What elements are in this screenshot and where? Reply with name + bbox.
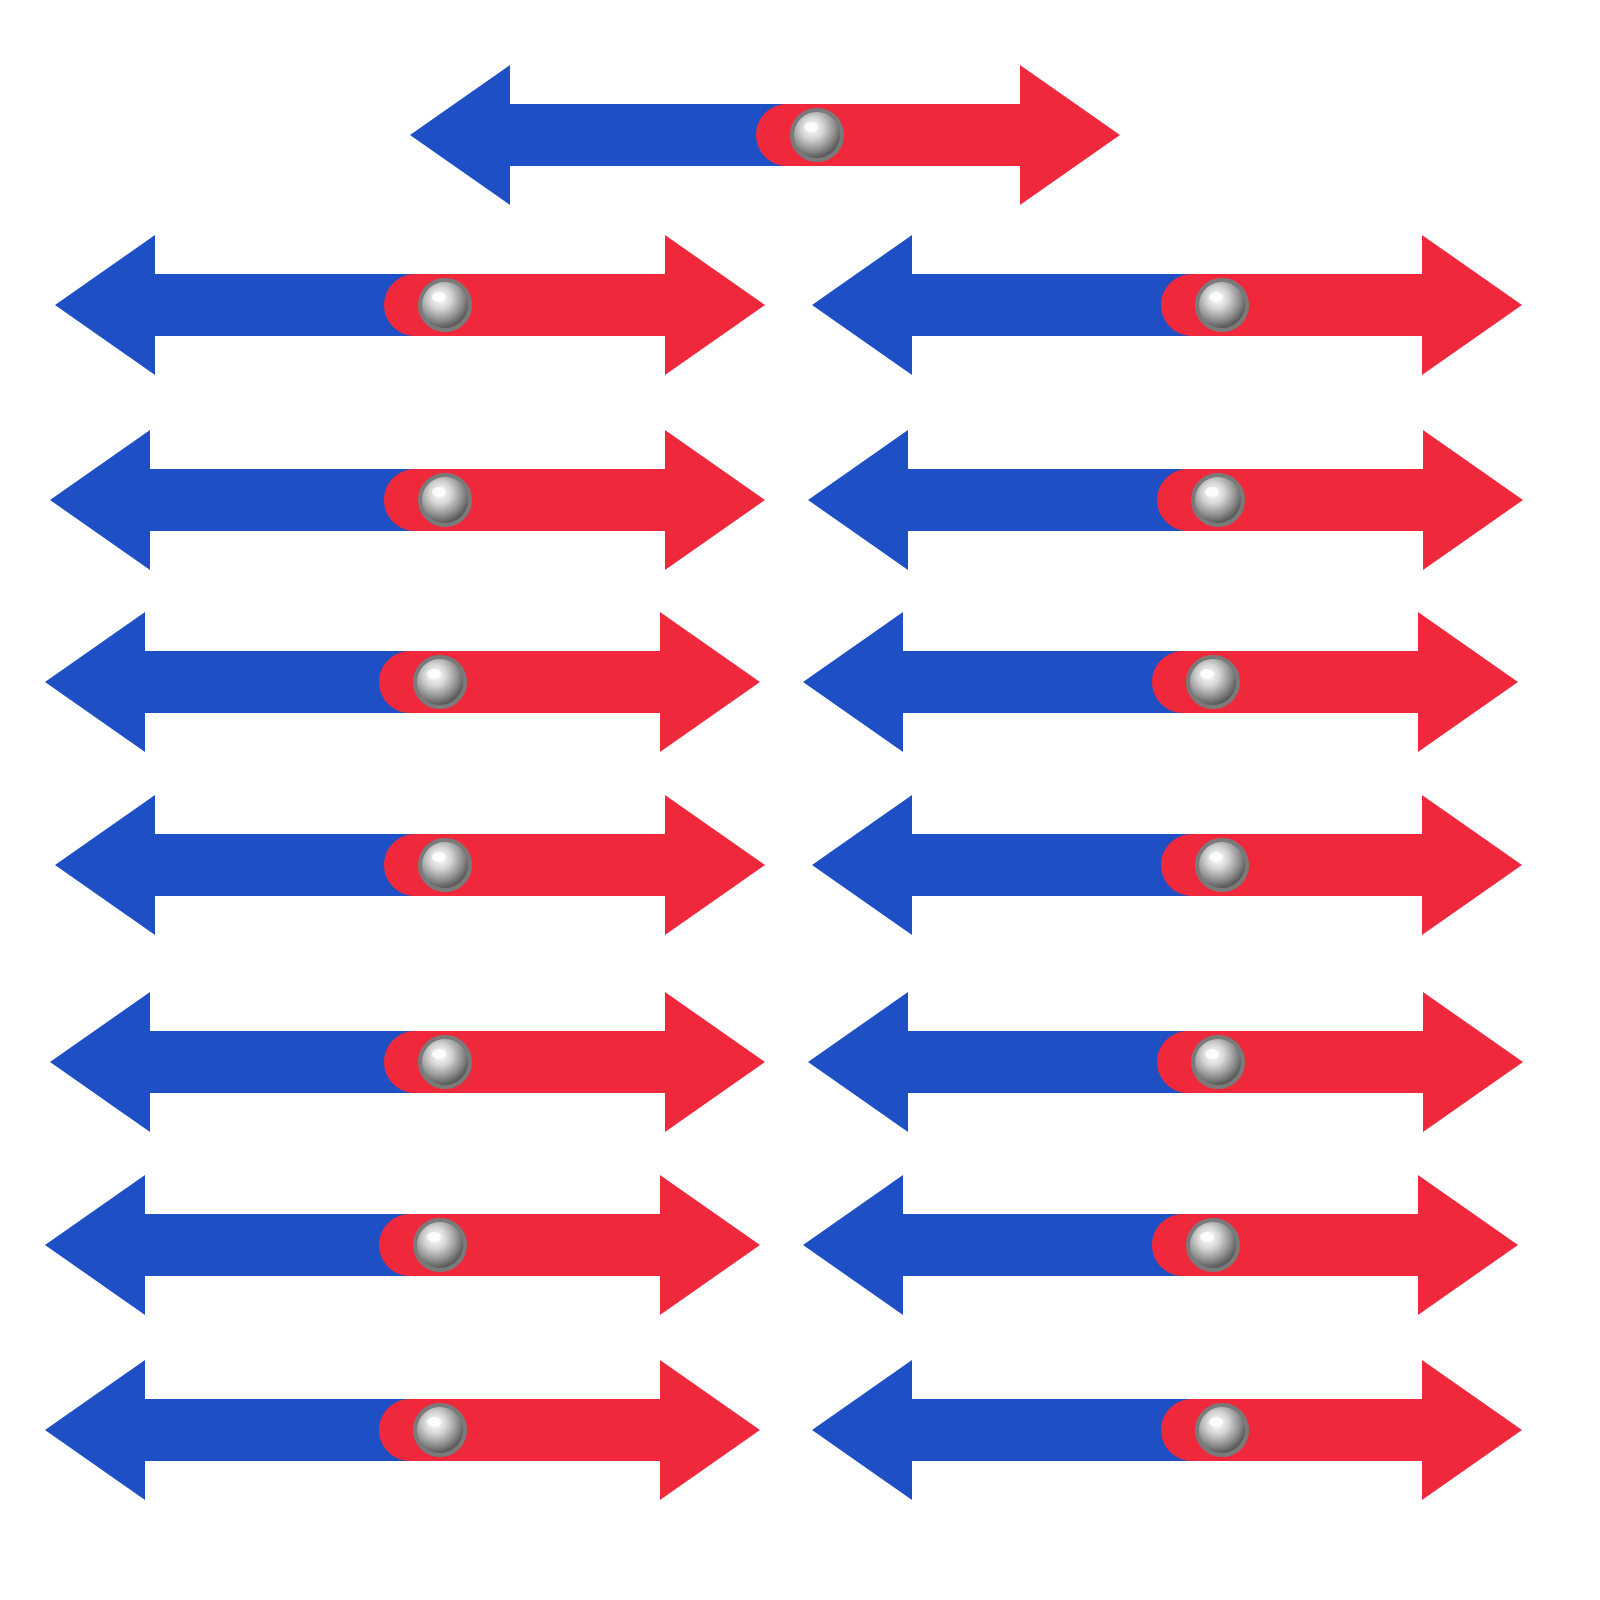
rivet-icon [422, 842, 468, 888]
rivet-highlight [432, 292, 446, 302]
spinner-row1-left [55, 235, 765, 375]
red-arrow-half [1157, 430, 1523, 570]
red-arrow-half [384, 430, 765, 570]
spinner-row7-left [45, 1360, 760, 1500]
rivet-icon [1199, 282, 1245, 328]
rivet-icon [1195, 477, 1241, 523]
rivet-highlight [1205, 1049, 1219, 1059]
spinner-row4-left [55, 795, 765, 935]
rivet-icon [1190, 659, 1236, 705]
rivet-icon [1190, 1222, 1236, 1268]
red-arrow-half [379, 1360, 760, 1500]
rivet-icon [794, 112, 840, 158]
blue-arrow-half [55, 795, 445, 935]
blue-arrow-half [808, 992, 1218, 1132]
spinner-row2-right [808, 430, 1523, 570]
spinner-row7-right [812, 1360, 1522, 1500]
blue-arrow-half [50, 992, 445, 1132]
rivet-highlight [1200, 669, 1214, 679]
rivet-highlight [432, 487, 446, 497]
blue-arrow-half [812, 795, 1222, 935]
red-arrow-half [756, 65, 1120, 205]
rivet-highlight [1200, 1232, 1214, 1242]
spinner-row5-right [808, 992, 1523, 1132]
rivet-icon [1195, 1039, 1241, 1085]
blue-arrow-half [45, 612, 440, 752]
red-arrow-half [1161, 235, 1522, 375]
rivet-highlight [1209, 1417, 1223, 1427]
rivet-icon [422, 477, 468, 523]
rivet-highlight [432, 1049, 446, 1059]
red-arrow-half [384, 795, 765, 935]
red-arrow-half [1157, 992, 1523, 1132]
red-arrow-half [384, 992, 765, 1132]
blue-arrow-half [803, 1175, 1213, 1315]
spinner-top-center [410, 65, 1120, 205]
rivet-highlight [427, 1232, 441, 1242]
spinner-row1-right [812, 235, 1522, 375]
spinner-row3-left [45, 612, 760, 752]
rivet-icon [422, 282, 468, 328]
blue-arrow-half [50, 430, 445, 570]
rivet-icon [417, 659, 463, 705]
rivet-icon [417, 1222, 463, 1268]
rivet-icon [422, 1039, 468, 1085]
rivet-highlight [1209, 292, 1223, 302]
red-arrow-half [1161, 1360, 1522, 1500]
red-arrow-half [379, 612, 760, 752]
rivet-highlight [804, 122, 818, 132]
spinner-row6-left [45, 1175, 760, 1315]
blue-arrow-half [410, 65, 817, 205]
blue-arrow-half [812, 235, 1222, 375]
blue-arrow-half [45, 1175, 440, 1315]
rivet-icon [1199, 842, 1245, 888]
rivet-highlight [1209, 852, 1223, 862]
rivet-icon [1199, 1407, 1245, 1453]
spinner-row2-left [50, 430, 765, 570]
rivet-highlight [427, 669, 441, 679]
red-arrow-half [1152, 612, 1518, 752]
rivet-highlight [427, 1417, 441, 1427]
blue-arrow-half [45, 1360, 440, 1500]
blue-arrow-half [812, 1360, 1222, 1500]
rivet-highlight [1205, 487, 1219, 497]
blue-arrow-half [808, 430, 1218, 570]
blue-arrow-half [803, 612, 1213, 752]
spinner-row4-right [812, 795, 1522, 935]
rivet-icon [417, 1407, 463, 1453]
red-arrow-half [1152, 1175, 1518, 1315]
spinner-group [45, 65, 1523, 1500]
red-arrow-half [379, 1175, 760, 1315]
red-arrow-half [384, 235, 765, 375]
spinner-row5-left [50, 992, 765, 1132]
red-arrow-half [1161, 795, 1522, 935]
rivet-highlight [432, 852, 446, 862]
spinner-row6-right [803, 1175, 1518, 1315]
spinner-row3-right [803, 612, 1518, 752]
blue-arrow-half [55, 235, 445, 375]
